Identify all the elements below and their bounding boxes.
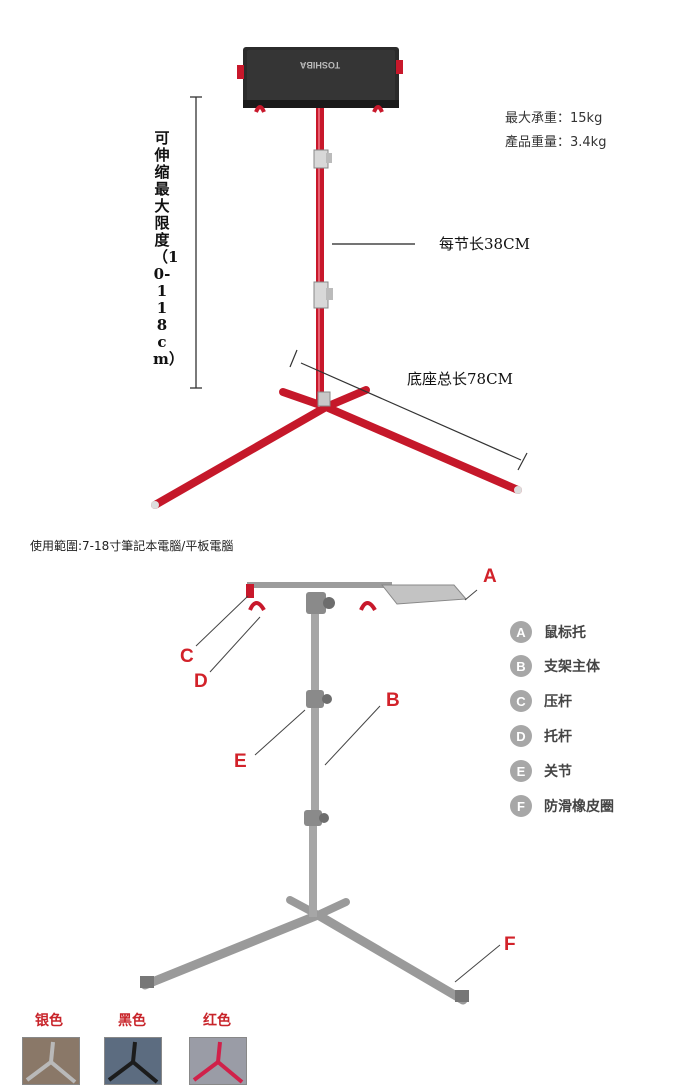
usage-range-text: 使用範圍:7-18寸筆記本電腦/平板電腦 [30,539,234,553]
color-swatch-silver[interactable] [22,1037,80,1085]
legend-item-e: E 关节 [510,759,572,783]
base-length-label: 底座总长78CM [407,370,513,388]
legend-label: 防滑橡皮圈 [544,799,614,815]
legend-label: 支架主体 [544,659,600,675]
callout-a: A [483,566,497,587]
legend-badge: A [510,621,532,643]
legend-item-d: D 托杆 [510,724,572,748]
callout-b: B [386,690,400,711]
color-swatch-black[interactable] [104,1037,162,1085]
callout-e: E [234,751,247,772]
laptop-brand-text: TOSHIBA [299,60,341,70]
color-label-black: 黑色 [118,1013,146,1029]
legend-badge: D [510,725,532,747]
swatch-stand-red [192,1041,244,1084]
color-label-red: 红色 [203,1013,231,1029]
legend-badge: E [510,760,532,782]
swatch-stand-black [107,1041,159,1084]
product-weight-spec: 產品重量：3.4kg [505,135,607,150]
callout-c: C [180,646,194,667]
legend-item-f: F 防滑橡皮圈 [510,794,614,818]
max-load-spec: 最大承重：15kg [505,111,603,126]
legend-badge: F [510,795,532,817]
red-stand-illustration [151,47,528,509]
section-length-label: 每节长38CM [439,235,530,253]
legend-item-b: B 支架主体 [510,654,600,678]
color-swatch-red[interactable] [189,1037,247,1085]
legend-badge: C [510,690,532,712]
legend-item-a: A 鼠标托 [510,620,586,644]
legend-label: 压杆 [544,694,572,710]
legend-badge: B [510,655,532,677]
legend-item-c: C 压杆 [510,689,572,713]
legend-label: 托杆 [544,729,572,745]
height-range-label: 可伸缩最大限度（10-118cm） [153,129,184,368]
legend-label: 鼠标托 [544,625,586,641]
color-label-silver: 银色 [35,1013,63,1029]
callout-f: F [504,934,516,955]
callout-d: D [194,671,208,692]
swatch-stand-silver [25,1041,77,1084]
legend-label: 关节 [544,764,572,780]
